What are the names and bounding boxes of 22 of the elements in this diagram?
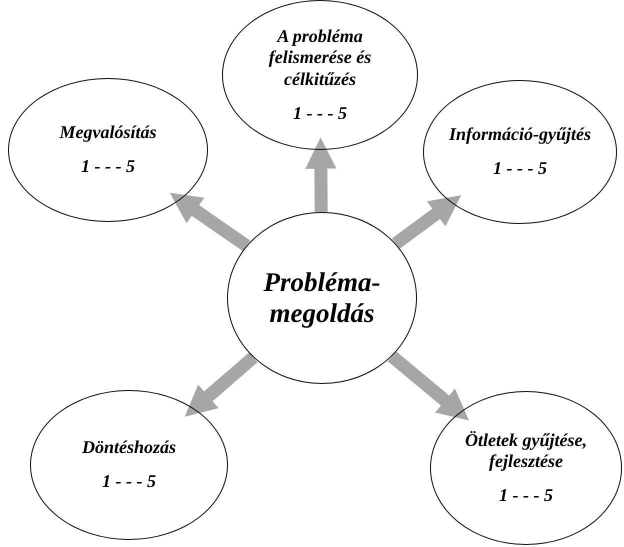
ellipse-node [8, 78, 208, 222]
block-arrow [184, 352, 258, 417]
ellipse-node [430, 391, 622, 545]
node-title: Megvalósítás [60, 122, 156, 144]
ellipse-node [30, 390, 228, 540]
rating-scale: 1 - - - 5 [81, 156, 135, 178]
node-title: A probléma felismerése és célkitűzés [268, 26, 372, 91]
node-title: Probléma-megoldás [262, 266, 382, 330]
rating-scale: 1 - - - 5 [493, 158, 547, 180]
node-title: Döntéshozás [82, 437, 176, 459]
ellipse-node [222, 0, 418, 150]
ellipse-node [423, 80, 617, 224]
block-arrow [170, 192, 250, 252]
node-title: Információ-gyűjtés [449, 124, 591, 146]
rating-scale: 1 - - - 5 [293, 102, 347, 124]
node-title: Ötletek gyűjtése, fejlesztése [464, 430, 588, 473]
block-arrow [305, 138, 336, 212]
rating-scale: 1 - - - 5 [499, 484, 553, 506]
ellipse-node [227, 212, 417, 384]
rating-scale: 1 - - - 5 [102, 471, 156, 493]
block-arrow [392, 195, 462, 249]
block-arrow [388, 351, 469, 420]
